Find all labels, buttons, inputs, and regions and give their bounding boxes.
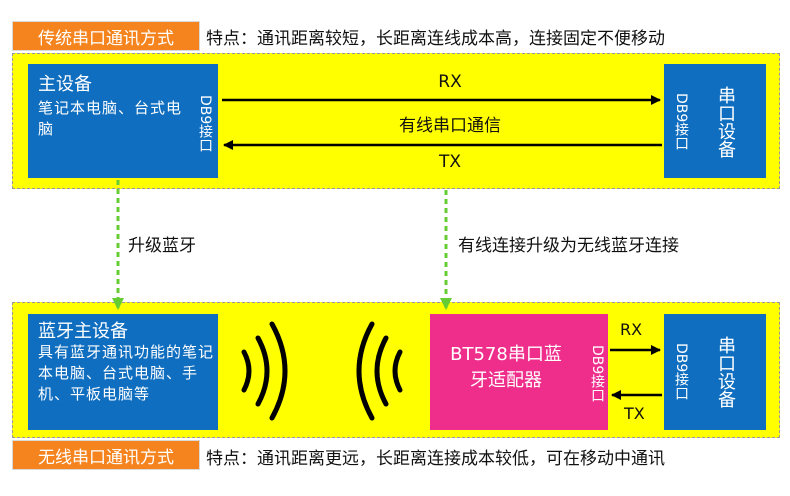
- upgrade-bluetooth-label: 升级蓝牙: [128, 236, 196, 256]
- wired-rx-label: RX: [438, 72, 462, 92]
- bt578-adapter-title: BT578串口蓝牙适配器: [450, 344, 562, 391]
- signal-waves-right: [356, 321, 403, 421]
- upgrade-description-label: 有线连接升级为无线蓝牙连接: [458, 236, 679, 256]
- serial-device-box-top: DB9接口 串口设备: [664, 64, 766, 178]
- bluetooth-master-box: 蓝牙主设备 具有蓝牙通讯功能的笔记本电脑、台式电脑、手机、平板电脑等: [28, 314, 218, 430]
- wireless-tx-label: TX: [624, 404, 645, 423]
- master-db9-port: DB9接口: [197, 95, 213, 153]
- serial-device-box-bottom: DB9接口 串口设备: [664, 314, 766, 430]
- master-device-title: 主设备: [38, 74, 92, 95]
- serial-device-bottom-title: 串口设备: [715, 336, 736, 408]
- wired-tx-label: TX: [438, 152, 462, 172]
- master-device-box: 主设备 笔记本电脑、台式电脑 DB9接口: [28, 64, 218, 178]
- wireless-tag: 无线串口通讯方式: [12, 440, 200, 470]
- wireless-feature-text: 特点：通讯距离更远，长距离连接成本较低，可在移动中通讯: [206, 449, 665, 469]
- serial-device-top-port: DB9接口: [673, 93, 689, 151]
- signal-waves-left: [241, 321, 288, 421]
- serial-device-bottom-port: DB9接口: [673, 343, 689, 401]
- bluetooth-master-title: 蓝牙主设备: [38, 321, 128, 342]
- serial-device-top-title: 串口设备: [715, 86, 736, 158]
- wireless-rx-label: RX: [620, 320, 643, 339]
- wired-link-label: 有线串口通信: [399, 116, 501, 136]
- wired-tag: 传统串口通讯方式: [12, 21, 200, 51]
- bt578-adapter-box: BT578串口蓝牙适配器 DB9接口: [430, 314, 608, 430]
- bluetooth-master-desc: 具有蓝牙通讯功能的笔记本电脑、台式电脑、手机、平板电脑等: [38, 343, 215, 403]
- wired-feature-text: 特点：通讯距离较短，长距离连线成本高，连接固定不便移动: [206, 29, 665, 49]
- master-device-desc: 笔记本电脑、台式电脑: [38, 99, 183, 138]
- adapter-db9-port: DB9接口: [589, 345, 605, 403]
